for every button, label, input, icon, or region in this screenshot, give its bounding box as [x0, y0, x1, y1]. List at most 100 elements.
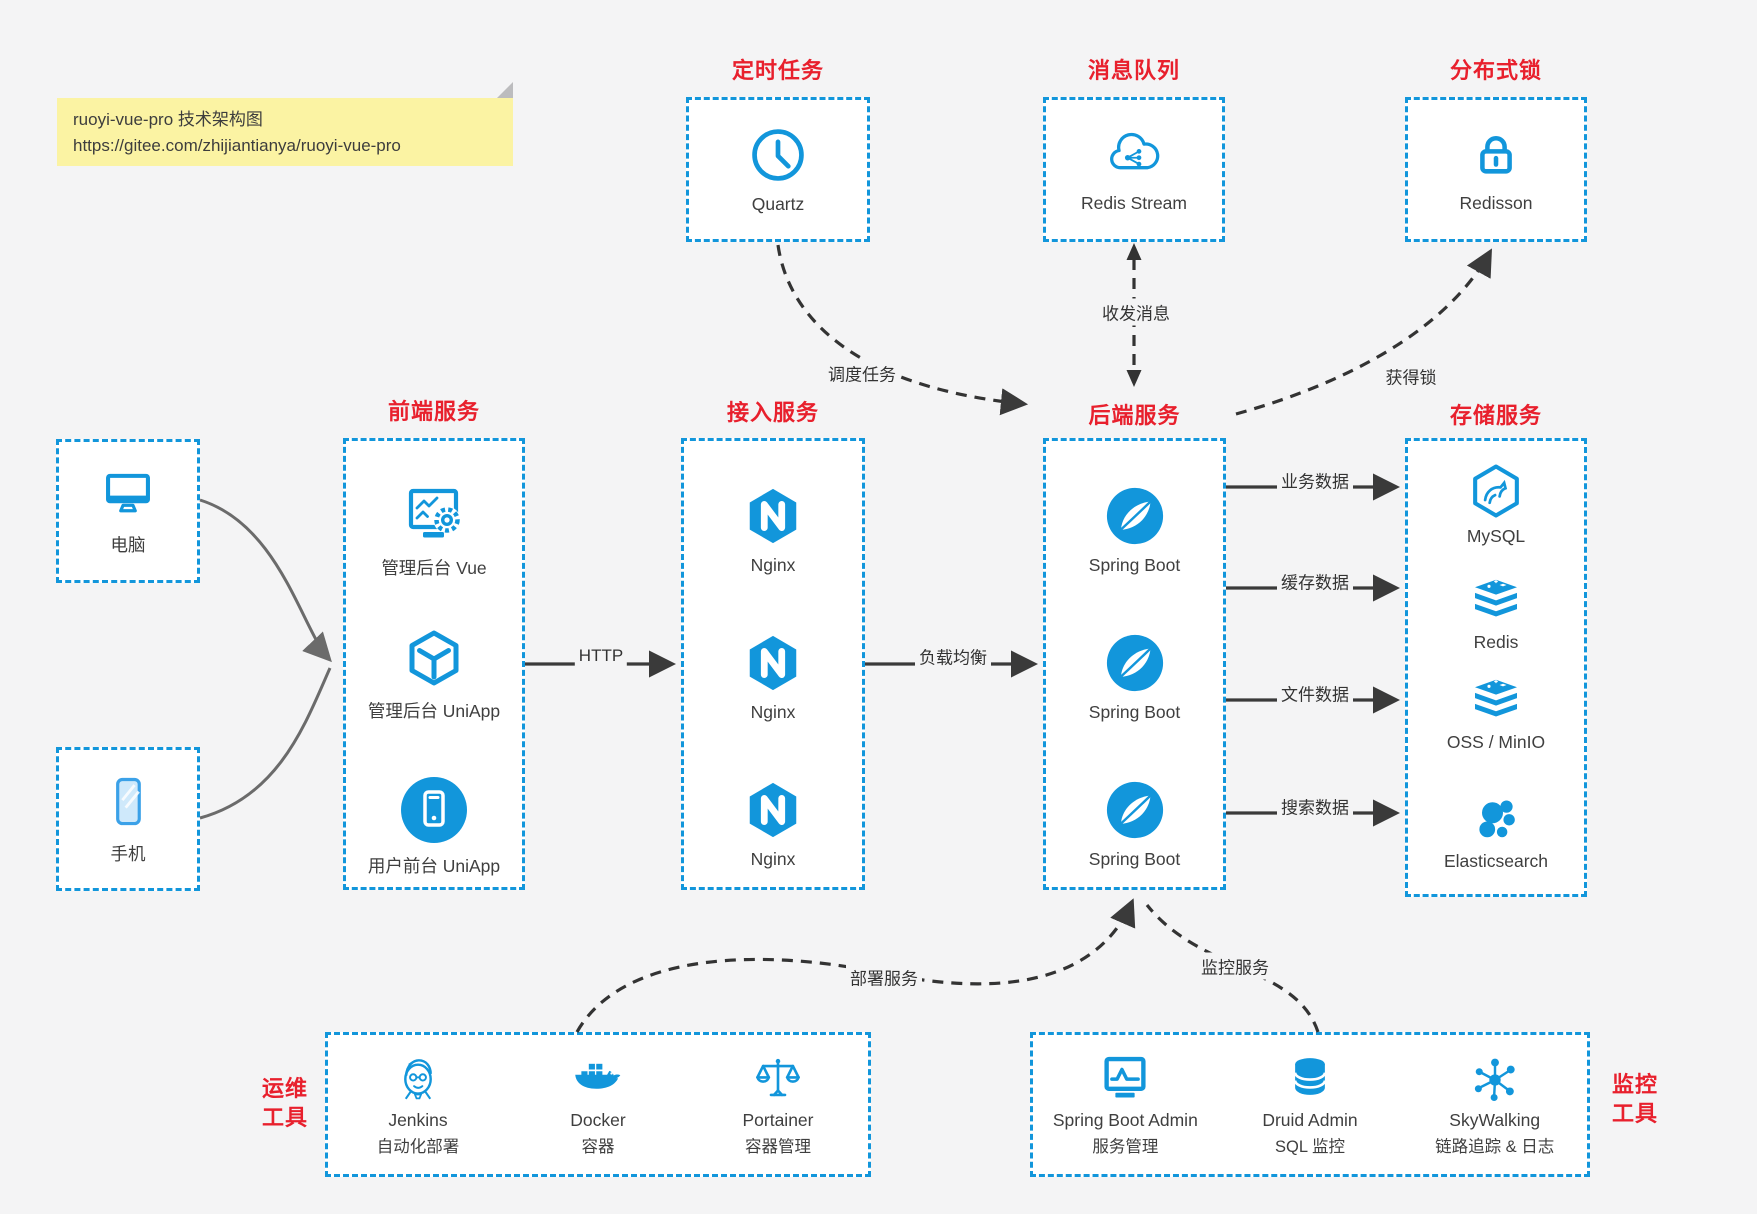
admin-vue-icon [408, 488, 461, 538]
nginx-node-3: Nginx [684, 779, 862, 870]
oss-stack-icon [1475, 679, 1517, 717]
phone-node: 手机 [59, 750, 197, 888]
elasticsearch-icon [1479, 800, 1515, 838]
pc-client-box: 电脑 [56, 439, 200, 583]
spring-icon [1106, 781, 1163, 839]
oss-node: OSS / MinIO [1408, 672, 1584, 753]
nginx-label-2: Nginx [750, 702, 796, 722]
monitoring-box: Spring Boot Admin 服务管理 Druid Admin SQL 监… [1030, 1032, 1590, 1177]
lock-icon [1480, 135, 1512, 174]
skywalking-node: SkyWalking 链路追踪 & 日志 [1402, 1052, 1587, 1157]
cloud-network-icon [1110, 132, 1160, 169]
edge-pc-to-frontend [200, 500, 332, 663]
clock-icon [752, 128, 804, 181]
springboot-node-2: Spring Boot [1046, 632, 1223, 723]
backend-box: Spring Boot Spring Boot Spring Boot [1043, 438, 1226, 890]
monitoring-side-title: 监控 工具 [1600, 1070, 1670, 1128]
devops-side-title: 运维 工具 [250, 1074, 320, 1132]
user-app-icon [401, 777, 467, 843]
edge-label-business-data: 业务数据 [1277, 466, 1353, 494]
springboot-admin-label: Spring Boot Admin [1052, 1110, 1198, 1130]
edge-label-monitor: 监控服务 [1197, 952, 1273, 980]
springboot-label-1: Spring Boot [1088, 555, 1181, 575]
portainer-scales-icon [756, 1058, 800, 1097]
redis-stream-node: Redis Stream [1046, 100, 1222, 239]
admin-uniapp-label: 管理后台 UniApp [367, 701, 501, 721]
storage-box: MySQL Redis OSS / MinIO [1405, 438, 1587, 897]
springboot-label-3: Spring Boot [1088, 849, 1181, 869]
nginx-icon [749, 782, 797, 838]
spring-icon [1106, 634, 1163, 692]
storage-group-title: 存储服务 [1449, 403, 1542, 428]
edge-label-search-data: 搜索数据 [1277, 792, 1353, 820]
edge-label-file-data: 文件数据 [1277, 679, 1353, 707]
devops-side-title-line2: 工具 [261, 1105, 308, 1130]
lock-group-title: 分布式锁 [1449, 58, 1542, 83]
jenkins-desc: 自动化部署 [376, 1138, 460, 1156]
quartz-node: Quartz [689, 100, 867, 239]
mysql-node: MySQL [1408, 462, 1584, 547]
pc-node: 电脑 [59, 442, 197, 580]
phone-label: 手机 [110, 844, 146, 864]
nginx-icon [749, 635, 797, 691]
springboot-label-2: Spring Boot [1088, 702, 1181, 722]
elasticsearch-node: Elasticsearch [1408, 791, 1584, 872]
springboot-admin-desc: 服务管理 [1092, 1138, 1159, 1156]
redis-node: Redis [1408, 572, 1584, 653]
edge-label-schedule: 调度任务 [824, 359, 900, 387]
mq-group-title: 消息队列 [1087, 58, 1180, 83]
backend-group-title: 后端服务 [1088, 403, 1181, 428]
nginx-label-1: Nginx [750, 555, 796, 575]
frontend-group-title: 前端服务 [387, 399, 480, 424]
devops-tools: Jenkins 自动化部署 Docker 容器 [328, 1035, 868, 1174]
topology-icon [1474, 1058, 1515, 1101]
redisson-label: Redisson [1459, 192, 1533, 213]
scheduler-box: Quartz [686, 97, 870, 242]
gateway-group-title: 接入服务 [726, 400, 819, 425]
nginx-label-3: Nginx [750, 849, 796, 869]
redisson-node: Redisson [1408, 100, 1584, 239]
nginx-node-2: Nginx [684, 632, 862, 723]
docker-label: Docker [570, 1110, 626, 1130]
edge-label-cache-data: 缓存数据 [1277, 567, 1353, 595]
nginx-icon [749, 488, 797, 544]
docker-icon [575, 1063, 621, 1089]
springboot-admin-node: Spring Boot Admin 服务管理 [1033, 1052, 1218, 1157]
portainer-node: Portainer 容器管理 [688, 1052, 868, 1157]
admin-uniapp-node: 管理后台 UniApp [346, 626, 522, 723]
edge-label-deploy: 部署服务 [846, 963, 922, 991]
nginx-node-1: Nginx [684, 485, 862, 576]
mq-box: Redis Stream [1043, 97, 1225, 242]
druid-admin-desc: SQL 监控 [1275, 1138, 1345, 1156]
edge-messages-arrowhead-up [1126, 243, 1142, 260]
gateway-box: Nginx Nginx Nginx [681, 438, 865, 890]
edge-label-http: HTTP [574, 645, 628, 667]
edge-label-acquire-lock: 获得锁 [1381, 362, 1441, 390]
portainer-label: Portainer [742, 1110, 814, 1130]
note-url: https://gitee.com/zhijiantianya/ruoyi-vu… [73, 136, 401, 156]
database-icon [1293, 1058, 1327, 1095]
druid-admin-label: Druid Admin [1262, 1110, 1358, 1130]
redis-stream-label: Redis Stream [1080, 192, 1187, 213]
edge-phone-to-frontend [200, 668, 330, 818]
user-uniapp-node: 用户前台 UniApp [346, 775, 522, 878]
frontend-box: 管理后台 Vue 管理后台 UniApp 用户前台 UniApp [343, 438, 525, 890]
redis-stack-icon [1475, 579, 1517, 617]
jenkins-label: Jenkins [388, 1110, 448, 1130]
druid-admin-node: Druid Admin SQL 监控 [1218, 1052, 1403, 1157]
lock-box: Redisson [1405, 97, 1587, 242]
jenkins-icon [404, 1059, 432, 1100]
devops-side-title-line1: 运维 [261, 1076, 308, 1101]
skywalking-desc: 链路追踪 & 日志 [1435, 1138, 1555, 1156]
portainer-desc: 容器管理 [745, 1138, 811, 1156]
docker-node: Docker 容器 [508, 1052, 688, 1157]
mysql-label: MySQL [1466, 526, 1526, 546]
edge-label-messages: 收发消息 [1098, 298, 1174, 326]
skywalking-label: SkyWalking [1449, 1110, 1541, 1130]
spring-icon [1106, 487, 1163, 545]
edge-label-load-balance: 负载均衡 [915, 642, 991, 670]
springboot-node-1: Spring Boot [1046, 485, 1223, 576]
quartz-label: Quartz [751, 193, 805, 214]
edge-messages-arrowhead-down [1126, 370, 1142, 387]
